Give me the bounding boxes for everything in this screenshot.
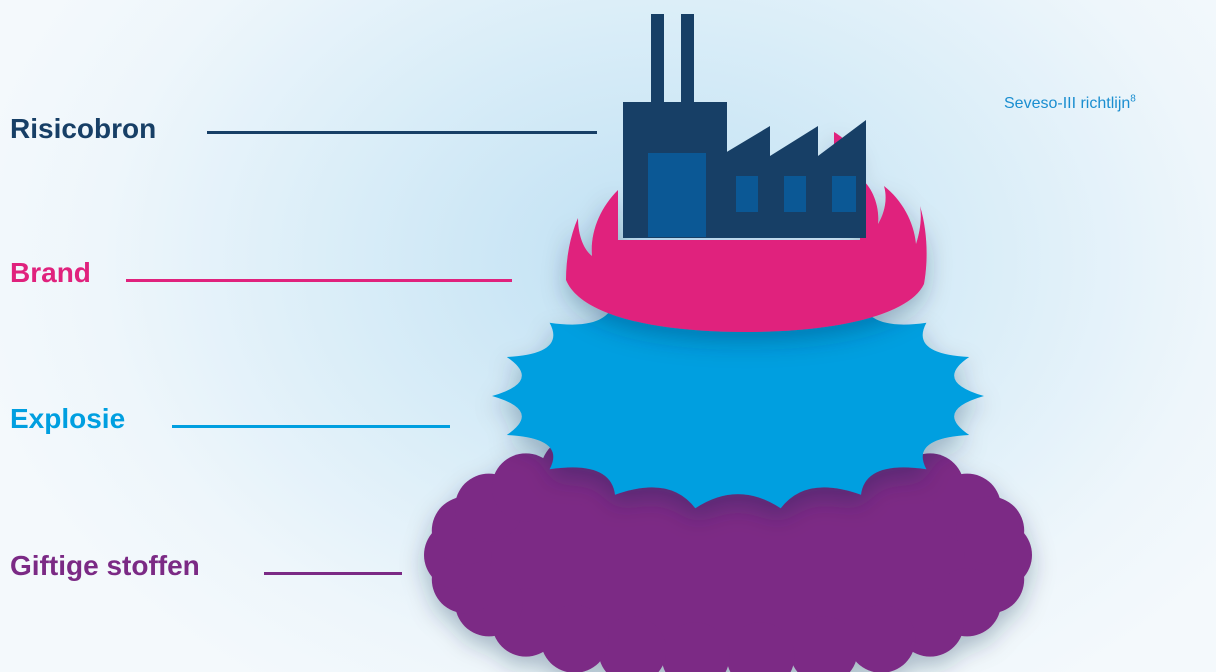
source-citation: Seveso-III richtlijn8	[1004, 94, 1136, 114]
giftige-stoffen-leader-line	[264, 572, 402, 575]
risicobron-leader-line	[207, 131, 597, 134]
brand-leader-line	[126, 279, 512, 282]
risicobron-label: Risicobron	[10, 112, 156, 146]
giftige-stoffen-label: Giftige stoffen	[10, 549, 200, 583]
explosie-label: Explosie	[10, 402, 125, 436]
source-footnote: 8	[1130, 94, 1136, 105]
brand-label: Brand	[10, 256, 91, 290]
source-text: Seveso-III richtlijn	[1004, 95, 1130, 112]
explosie-leader-line	[172, 425, 450, 428]
factory-icon	[623, 14, 866, 238]
